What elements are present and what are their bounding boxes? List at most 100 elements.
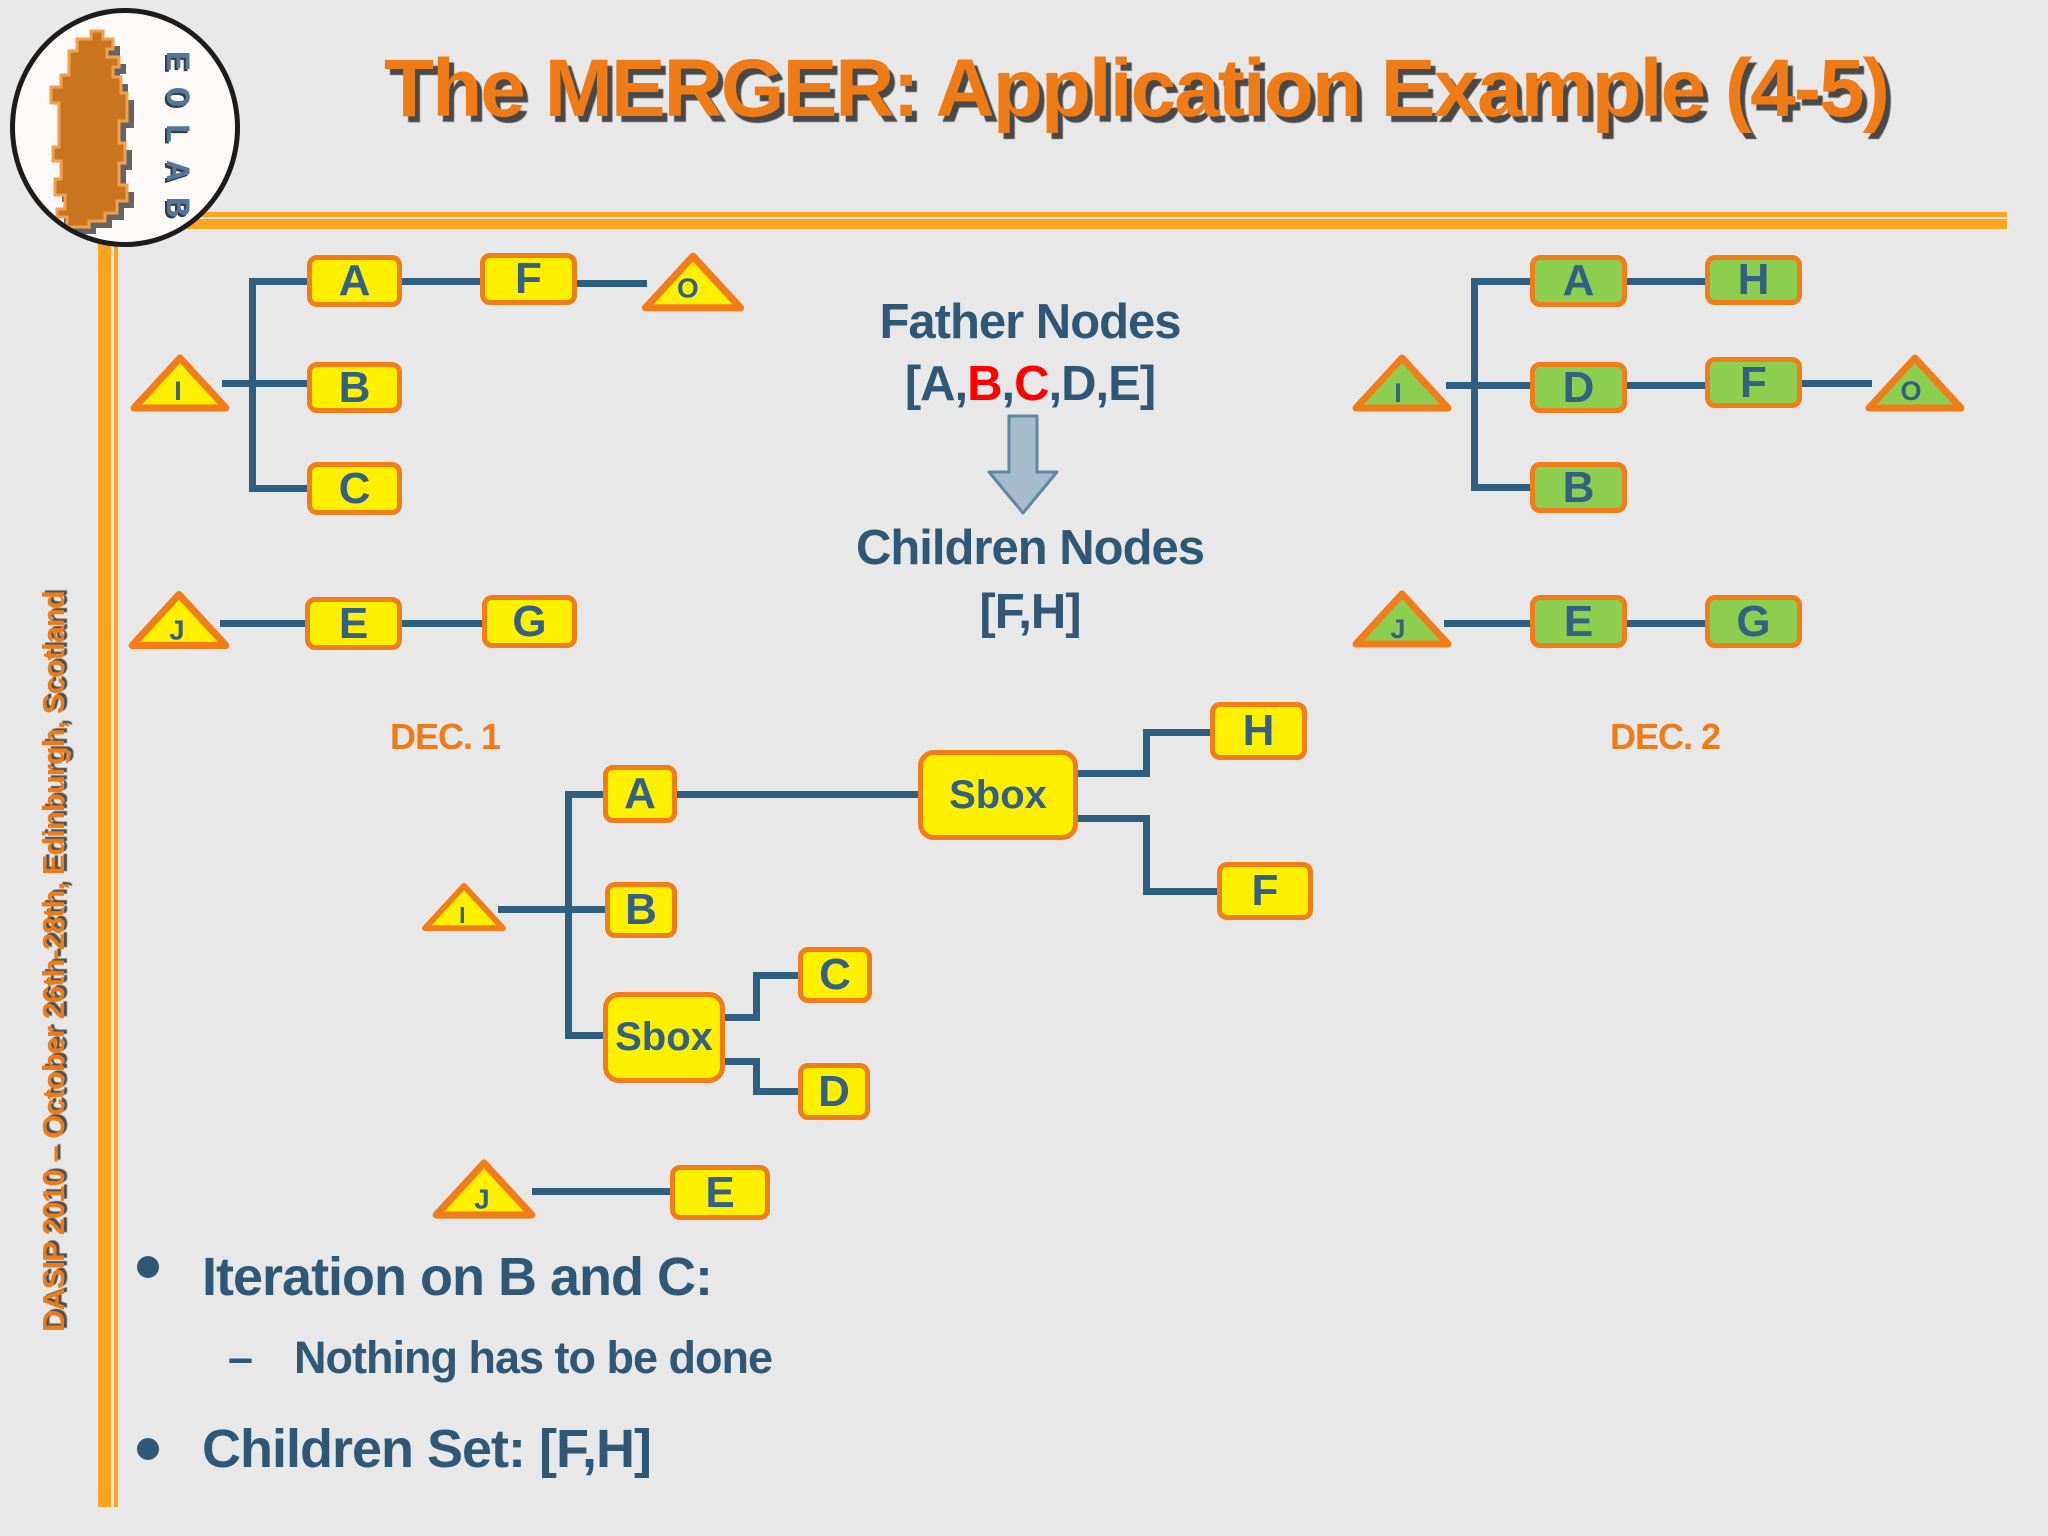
dec2-input-label: I <box>1394 378 1402 408</box>
children-nodes-set: [F,H] <box>979 585 1081 639</box>
node-label: F <box>515 254 542 303</box>
merged-elbow-d-3 <box>753 1088 798 1095</box>
eolab-logo: E O L A B <box>10 8 240 247</box>
dec2-output-label: O <box>1900 376 1921 406</box>
merged-node-f: F <box>1217 862 1313 920</box>
node-label: H <box>1737 255 1770 304</box>
merged-node-sbox1: Sbox <box>918 750 1078 840</box>
dec1-conn-c <box>249 485 309 492</box>
dec1-node-f: F <box>480 253 577 305</box>
merged-conn-a-sbox <box>677 791 918 798</box>
dec1-node-b: B <box>307 362 402 413</box>
merged-elbow-d-1 <box>725 1058 760 1065</box>
header-rule-thick <box>150 219 2007 229</box>
left-rule-thin <box>114 228 118 1507</box>
merged-node-e: E <box>670 1165 770 1220</box>
bullet-item-1: Iteration on B and C: <box>202 1247 713 1307</box>
dec1-input2-label: J <box>169 614 184 645</box>
node-label: A <box>338 256 371 305</box>
dec1-node-c: C <box>307 462 402 515</box>
node-label: C <box>819 950 851 999</box>
sidebar-conference-text: DASIP 2010 – October 26th-28th, Edinburg… <box>36 591 71 1332</box>
merged-elbow-h-2 <box>1143 729 1150 777</box>
dec2-conn-i <box>1446 382 1532 389</box>
dec1-caption: DEC. 1 <box>390 716 501 757</box>
node-label: F <box>1740 357 1767 407</box>
dec2-node-b: B <box>1530 462 1627 513</box>
merged-branch-line <box>565 791 572 1039</box>
header-rule-thin <box>150 212 2007 217</box>
dec1-input-label: I <box>174 376 182 406</box>
node-label: D <box>1562 362 1595 412</box>
node-label: B <box>1562 462 1595 512</box>
merged-input2-triangle: J <box>432 1159 536 1219</box>
dec1-conn-a-f <box>402 278 482 285</box>
left-rule-thick <box>98 228 111 1507</box>
set-text-red-c: C <box>1014 357 1049 411</box>
node-label: A <box>624 769 656 818</box>
set-text-red-b: B <box>967 357 1002 411</box>
merged-input-triangle: I <box>422 882 506 932</box>
node-label: B <box>625 885 657 934</box>
dec2-caption: DEC. 2 <box>1610 716 1721 757</box>
sardinia-island-icon <box>49 29 134 234</box>
node-label: F <box>1251 866 1279 915</box>
dec2-conn-j-e <box>1444 620 1532 627</box>
node-label: E <box>705 1167 735 1217</box>
father-nodes-set: [A,B,C,D,E] <box>790 356 1270 412</box>
merged-elbow-c-3 <box>753 972 798 979</box>
sub-bullet-dash: – <box>228 1332 253 1383</box>
merged-node-h: H <box>1210 702 1307 760</box>
merged-elbow-c-2 <box>753 972 760 1021</box>
merged-elbow-h-1 <box>1078 770 1150 777</box>
dec2-node-d: D <box>1530 362 1627 413</box>
sub-bullet-text: Nothing has to be done <box>294 1332 773 1383</box>
node-label: E <box>1563 596 1594 646</box>
node-label: D <box>818 1066 850 1116</box>
merged-elbow-c-1 <box>725 1014 760 1021</box>
node-label: Sbox <box>615 1015 713 1059</box>
merged-node-d: D <box>798 1063 870 1120</box>
merged-input-label: I <box>459 902 465 928</box>
set-text: , <box>1001 357 1016 411</box>
dec2-conn-a <box>1471 278 1532 285</box>
down-arrow-icon <box>987 414 1059 515</box>
node-label: G <box>1736 596 1771 646</box>
logo-letter: B <box>156 196 194 218</box>
dec1-node-e: E <box>305 597 402 650</box>
merged-conn-i <box>498 906 608 913</box>
dec1-node-g: G <box>482 595 577 648</box>
dec2-input2-label: J <box>1390 614 1405 644</box>
dec1-input2-triangle: J <box>128 590 230 650</box>
dec1-conn-f-o <box>577 280 647 287</box>
node-label: C <box>338 463 371 513</box>
dec2-conn-e-g <box>1627 620 1707 627</box>
dec2-node-g: G <box>1705 595 1802 648</box>
dec2-output-triangle: O <box>1865 354 1965 412</box>
children-nodes-label: Children Nodes <box>855 521 1205 575</box>
merged-elbow-h-3 <box>1143 729 1210 736</box>
logo-letter: L <box>156 122 194 144</box>
slide-title: The MERGER: Application Example (4-5) <box>384 43 1890 134</box>
bullet-dot <box>137 1256 159 1278</box>
bullet-sub-item: –Nothing has to be done <box>228 1332 773 1384</box>
merged-node-c: C <box>798 947 872 1003</box>
dec2-conn-b <box>1471 484 1532 491</box>
dec2-node-a: A <box>1530 255 1627 307</box>
dec2-input2-triangle: J <box>1352 590 1452 648</box>
node-label: E <box>338 598 369 648</box>
bullet-dot <box>137 1438 159 1460</box>
dec1-output-triangle: O <box>641 252 745 312</box>
bullet-item-2: Children Set: [F,H] <box>202 1419 652 1479</box>
dec1-input-triangle: I <box>130 354 230 412</box>
dec1-conn-e-g <box>402 620 484 627</box>
merged-input2-label: J <box>474 1184 490 1215</box>
merged-elbow-f-1 <box>1078 815 1150 822</box>
dec1-conn-i <box>222 380 309 387</box>
set-text: [A, <box>904 357 968 411</box>
dec2-node-e: E <box>1530 595 1627 648</box>
node-label: G <box>512 596 547 646</box>
dec2-conn-f-o <box>1802 380 1872 387</box>
merged-elbow-f-2 <box>1143 815 1150 895</box>
set-text: ,D,E] <box>1048 357 1157 411</box>
